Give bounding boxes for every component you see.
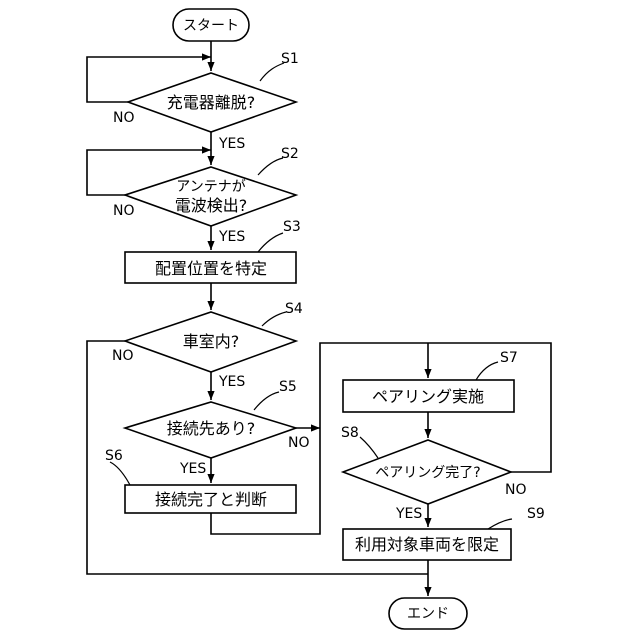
s7-step-id: S7 [500,350,518,366]
s4-label: 車室内? [183,332,240,351]
s9-step-id: S9 [527,506,545,522]
s8-leader [360,437,378,458]
start-label: スタート [183,18,239,34]
s2-no-label: NO [113,203,135,219]
decision-s2: アンテナが 電波検出? [125,167,296,226]
s1-no-label: NO [113,110,135,126]
s2-leader [258,158,283,175]
s5-leader [254,392,279,410]
s9-leader [488,519,512,529]
s3-leader [258,233,283,252]
s1-label: 充電器離脱? [167,93,256,112]
decision-s4: 車室内? [125,312,296,372]
s8-label: ペアリング完了? [375,465,480,481]
s3-step-id: S3 [283,219,301,235]
s3-label: 配置位置を特定 [155,259,267,278]
s5-yes-label: YES [179,461,206,477]
s7-leader [476,362,498,380]
s5-step-id: S5 [279,379,297,395]
s9-label: 利用対象車両を限定 [355,535,499,554]
s1-step-id: S1 [281,51,299,67]
s2-step-id: S2 [281,146,299,162]
s6-step-id: S6 [105,448,123,464]
decision-s8: ペアリング完了? [343,440,511,504]
end-terminal: エンド [389,598,467,629]
s4-step-id: S4 [285,301,303,317]
s5-label: 接続先あり? [167,419,256,438]
s8-no-label: NO [505,482,527,498]
s4-no-label: NO [112,348,134,364]
s8-step-id: S8 [341,425,359,441]
s8-yes-label: YES [395,506,422,522]
s2-label-line1: アンテナが [176,179,245,195]
s2-label-line2: 電波検出? [175,196,248,215]
process-s7: ペアリング実施 [343,380,514,412]
decision-s5: 接続先あり? [125,402,296,458]
s1-yes-label: YES [218,136,245,152]
s4-leader [262,312,286,326]
end-label: エンド [407,606,449,622]
s6-label: 接続完了と判断 [155,490,267,509]
s4-yes-label: YES [218,374,245,390]
process-s9: 利用対象車両を限定 [343,529,511,560]
decision-s1: 充電器離脱? [128,73,296,132]
start-terminal: スタート [173,9,249,41]
s6-leader [110,462,130,485]
process-s3: 配置位置を特定 [125,252,296,283]
process-s6: 接続完了と判断 [125,485,296,513]
s7-label: ペアリング実施 [372,387,484,406]
s5-no-label: NO [288,435,310,451]
s2-yes-label: YES [218,229,245,245]
